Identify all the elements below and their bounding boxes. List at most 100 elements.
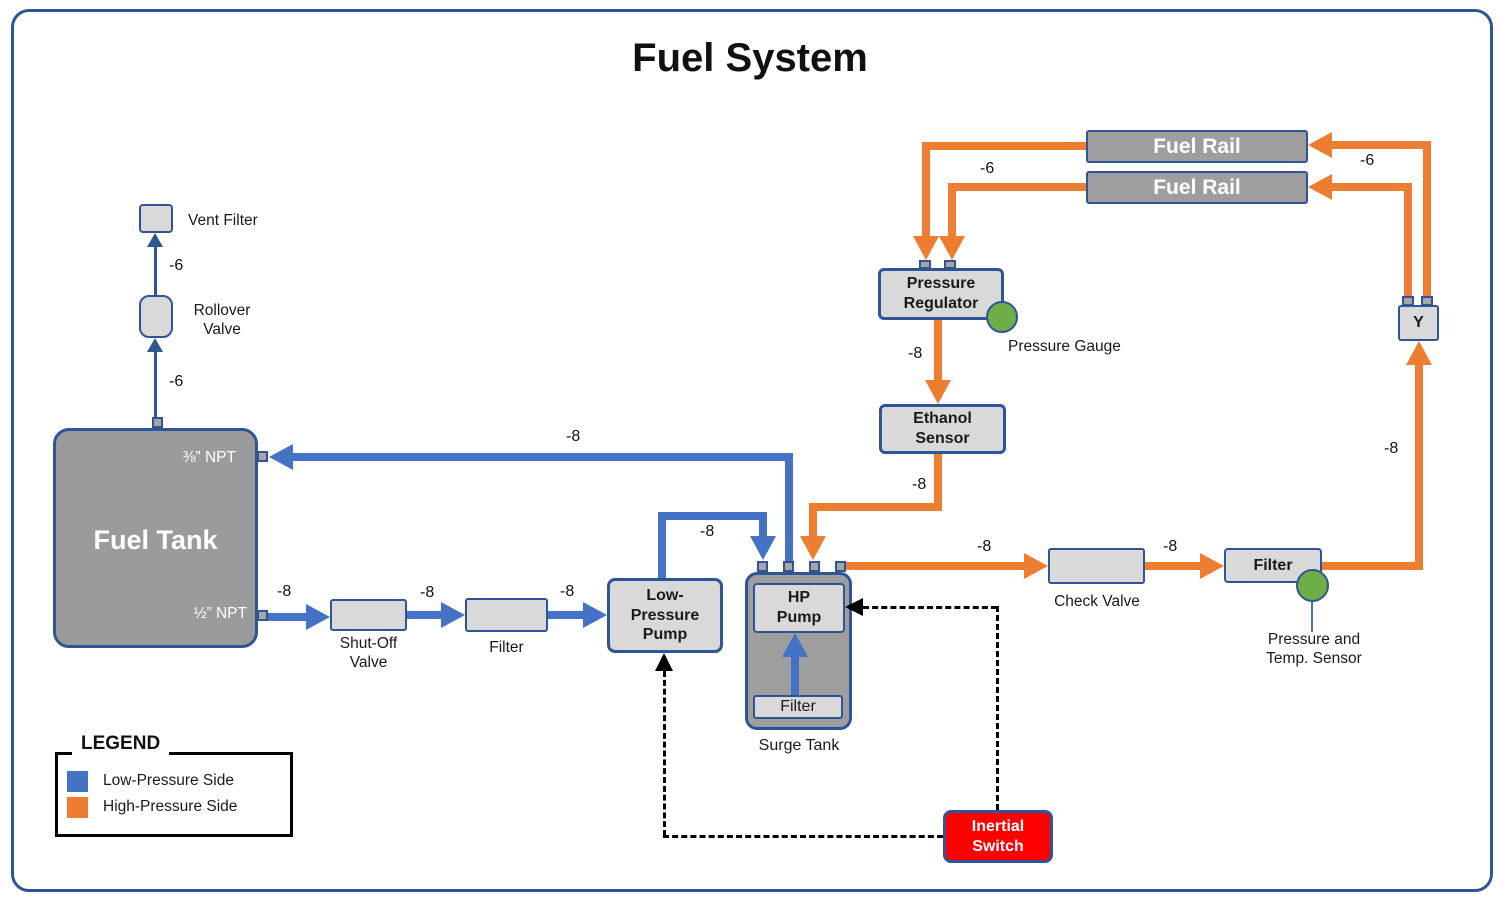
filter-to-pump-size-label: -8 <box>560 583 575 600</box>
rail2-to-regulator-horizontal <box>948 183 1086 191</box>
fuel-rail-2-box: Fuel Rail <box>1086 171 1308 204</box>
hp-filter-label: Filter <box>1253 556 1293 574</box>
rail1-to-regulator-arrowhead-icon <box>913 236 939 260</box>
rail1-to-regulator-vertical <box>922 142 930 236</box>
vent-filter-box <box>139 204 173 233</box>
surge-tank-label: Surge Tank <box>758 737 840 754</box>
shut-off-valve-box <box>330 599 407 631</box>
tank-outlet-size-label: -8 <box>277 583 292 600</box>
hp-pump-label: HP Pump <box>776 589 822 626</box>
pressure-gauge-label: Pressure Gauge <box>1008 338 1121 355</box>
rollover-valve-label: Rollover Valve <box>193 302 251 338</box>
page-title: Fuel System <box>632 36 868 80</box>
low-pressure-pump-box: Low-Pressure Pump <box>607 578 723 653</box>
vent-filter-label: Vent Filter <box>188 212 258 229</box>
vent-lower-line <box>154 352 157 417</box>
switch-to-lp-pump-vertical <box>663 671 666 836</box>
pump-to-surge-vertical-1 <box>658 512 666 578</box>
low-pressure-pump-label: Low-Pressure Pump <box>630 587 700 644</box>
vent-lower-arrowhead-icon <box>147 338 163 352</box>
surge-filter-box: Filter <box>753 695 843 719</box>
fuel-rail-2-label: Fuel Rail <box>1153 175 1241 199</box>
switch-to-lp-pump-arrowhead-icon <box>655 653 673 671</box>
legend-high-pressure-label: High-Pressure Side <box>103 798 238 815</box>
fuel-tank-npt-bottom-label: ½” NPT <box>193 605 247 622</box>
hp-pump-box: HP Pump <box>753 583 845 633</box>
fuel-tank-return-port <box>257 451 268 462</box>
pump-to-surge-arrowhead-icon <box>750 536 776 560</box>
switch-to-hp-pump-vertical <box>996 606 999 810</box>
checkvalve-to-filter-line <box>1145 562 1200 570</box>
check-valve-box <box>1048 548 1145 584</box>
switch-to-lp-pump-horizontal <box>663 835 943 838</box>
valve-to-filter-size-label: -8 <box>420 584 435 601</box>
inertial-switch-box: Inertial Switch <box>943 810 1053 863</box>
y-to-rail1-vertical <box>1423 145 1431 296</box>
vent-lower-size-label: -6 <box>169 373 184 390</box>
valve-to-filter-arrowhead-icon <box>441 602 465 628</box>
pressure-gauge-icon <box>986 301 1018 333</box>
fuel-tank-label: Fuel Tank <box>93 525 218 555</box>
switch-to-hp-pump-arrowhead-icon <box>845 598 863 616</box>
y-to-rail1-arrowhead-icon <box>1308 132 1332 158</box>
ethanol-to-surge-vertical-2 <box>809 503 817 536</box>
filter-to-y-size-label: -8 <box>1384 440 1399 457</box>
valve-to-filter-line <box>407 611 441 619</box>
surge-to-checkvalve-arrowhead-icon <box>1024 553 1048 579</box>
legend-box <box>55 752 293 837</box>
tank-outlet-line <box>268 613 306 621</box>
ethanol-to-surge-size-label: -8 <box>912 476 927 493</box>
filter-to-y-vertical <box>1415 363 1423 570</box>
pressure-regulator-label: Pressure Regulator <box>903 275 979 312</box>
ethanol-to-surge-arrowhead-icon <box>800 536 826 560</box>
y-fitting-box: Y <box>1398 305 1439 341</box>
regulator-to-ethanol-arrowhead-icon <box>925 380 951 404</box>
checkvalve-to-filter-size-label: -8 <box>1163 538 1178 555</box>
lp-filter-label: Filter <box>489 639 524 656</box>
pump-to-surge-size-label: -8 <box>700 523 715 540</box>
ethanol-sensor-box: Ethanol Sensor <box>879 404 1006 454</box>
filter-to-pump-arrowhead-icon <box>583 602 607 628</box>
surge-tank-port-3 <box>809 561 820 572</box>
pt-sensor-callout-line <box>1311 602 1313 632</box>
fuel-rail-1-box: Fuel Rail <box>1086 130 1308 163</box>
legend-high-pressure-swatch <box>67 797 88 818</box>
rails-to-regulator-size-label: -6 <box>980 160 995 177</box>
fuel-tank-outlet-port <box>257 610 268 621</box>
surge-to-checkvalve-size-label: -8 <box>977 538 992 555</box>
return-line-horizontal <box>293 453 793 461</box>
pressure-temp-sensor-icon <box>1296 569 1329 602</box>
fuel-rail-1-label: Fuel Rail <box>1153 134 1241 158</box>
surge-filter-to-pump-line <box>791 655 799 695</box>
fuel-tank-box: ⅜” NPT Fuel Tank ½” NPT <box>53 428 258 648</box>
vent-upper-arrowhead-icon <box>147 233 163 247</box>
rail2-to-regulator-vertical <box>948 183 956 236</box>
surge-tank-port-4 <box>835 561 846 572</box>
lp-filter-box <box>465 598 548 632</box>
rail1-to-regulator-horizontal <box>922 142 1086 150</box>
ethanol-sensor-label: Ethanol Sensor <box>913 410 972 447</box>
vent-upper-size-label: -6 <box>169 257 184 274</box>
legend-low-pressure-label: Low-Pressure Side <box>103 772 234 789</box>
pressure-regulator-box: Pressure Regulator <box>878 268 1004 320</box>
legend-title: LEGEND <box>72 733 170 755</box>
return-line-vertical <box>785 453 793 561</box>
y-to-rail2-vertical <box>1404 186 1412 296</box>
pt-sensor-label: Pressure and Temp. Sensor <box>1266 631 1362 667</box>
filter-to-y-horizontal <box>1322 562 1423 570</box>
tank-outlet-arrowhead-icon <box>306 604 330 630</box>
regulator-to-ethanol-size-label: -8 <box>908 345 923 362</box>
check-valve-label: Check Valve <box>1054 593 1140 610</box>
fuel-tank-vent-port <box>152 417 163 428</box>
y-to-rail2-arrowhead-icon <box>1308 174 1332 200</box>
pump-to-surge-horizontal <box>658 512 767 520</box>
ethanol-to-surge-vertical-1 <box>934 454 942 507</box>
switch-to-hp-pump-horizontal <box>863 606 997 609</box>
y-to-rail2-horizontal <box>1332 183 1412 191</box>
ethanol-to-surge-horizontal <box>809 503 942 511</box>
rollover-valve-box <box>139 295 173 338</box>
return-line-size-label: -8 <box>566 428 581 445</box>
y-to-rail1-horizontal <box>1332 141 1431 149</box>
rail2-to-regulator-arrowhead-icon <box>939 236 965 260</box>
y-to-rails-size-label: -6 <box>1360 152 1375 169</box>
